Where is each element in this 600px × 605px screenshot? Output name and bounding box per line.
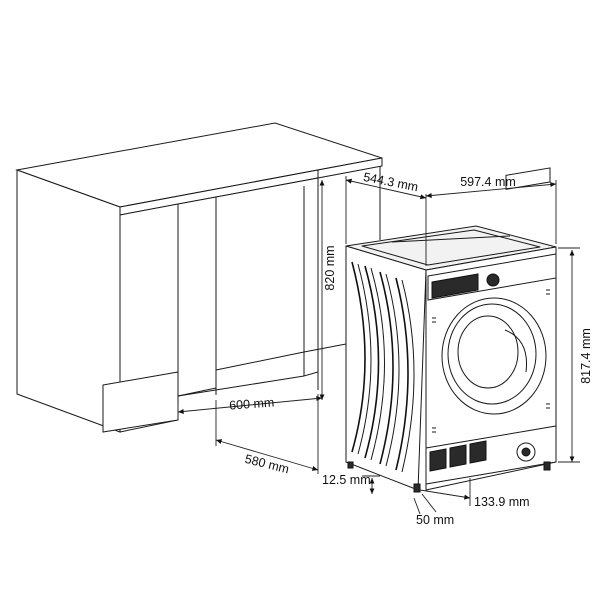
label-machine-width: 597.4 mm: [460, 175, 516, 189]
door-glass: [457, 315, 519, 389]
label-machine-depth: 544.3 mm: [362, 170, 419, 194]
label-cabinet-height: 820 mm: [323, 245, 337, 290]
foot-rear-left: [347, 461, 354, 469]
detergent-drawer: [431, 273, 479, 299]
fixing-marks: [432, 289, 550, 433]
cabinet-plinth: [102, 371, 179, 433]
label-plinth-width: 133.9 mm: [474, 495, 530, 509]
kitchen-cabinet: [15, 122, 383, 433]
label-foot-clearance: 12.5 mm: [322, 473, 371, 487]
dimension-lines: [177, 176, 580, 515]
foot-front-right: [543, 461, 551, 471]
foot-front-left: [413, 483, 421, 493]
program-knob: [486, 273, 500, 287]
cabinet-back: [215, 177, 319, 377]
label-foot-offset: 50 mm: [416, 513, 454, 527]
side-ribs: [351, 261, 415, 473]
label-cabinet-width: 600 mm: [229, 395, 275, 412]
washing-machine: [345, 167, 557, 493]
label-cabinet-depth: 580 mm: [243, 452, 290, 477]
cabinet-inner-side: [177, 196, 217, 397]
label-machine-height: 817.4 mm: [579, 328, 593, 384]
service-panel: [425, 425, 557, 485]
